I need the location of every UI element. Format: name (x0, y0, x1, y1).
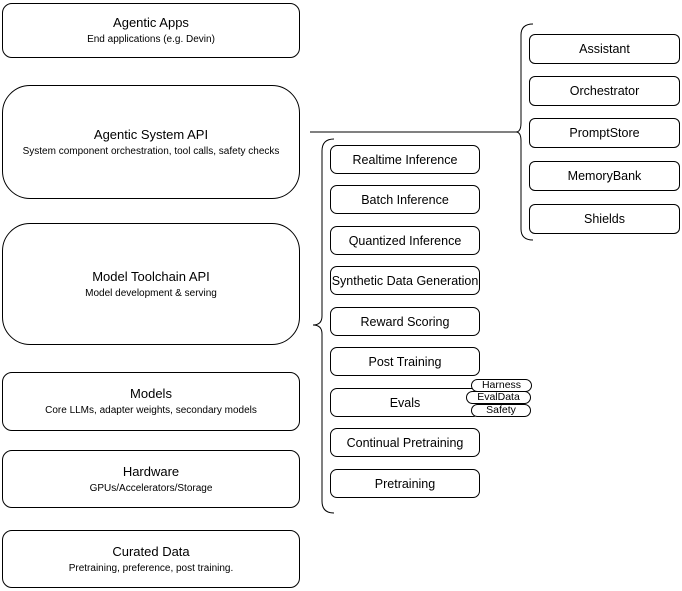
node-continual-pretraining: Continual Pretraining (330, 428, 480, 457)
node-post-training: Post Training (330, 347, 480, 376)
node-realtime-inference: Realtime Inference (330, 145, 480, 174)
node-quantized-inference: Quantized Inference (330, 226, 480, 255)
node-subtitle: Core LLMs, adapter weights, secondary mo… (45, 405, 257, 416)
node-reward-scoring: Reward Scoring (330, 307, 480, 336)
node-agentic-system-api: Agentic System API System component orch… (2, 85, 300, 199)
node-promptstore: PromptStore (529, 118, 680, 148)
node-model-toolchain-api: Model Toolchain API Model development & … (2, 223, 300, 345)
node-evals: Evals (330, 388, 480, 417)
node-hardware: Hardware GPUs/Accelerators/Storage (2, 450, 300, 508)
tag-evaldata: EvalData (466, 391, 531, 404)
node-subtitle: End applications (e.g. Devin) (87, 34, 215, 45)
node-title: Agentic Apps (113, 15, 189, 30)
node-batch-inference: Batch Inference (330, 185, 480, 214)
node-models: Models Core LLMs, adapter weights, secon… (2, 372, 300, 431)
node-memorybank: MemoryBank (529, 161, 680, 191)
toolchain-bracket (312, 138, 335, 514)
node-title: Agentic System API (93, 126, 209, 142)
node-synthetic-data-generation: Synthetic Data Generation (330, 266, 480, 295)
node-curated-data: Curated Data Pretraining, preference, po… (2, 530, 300, 588)
tag-safety: Safety (471, 404, 531, 417)
node-title: Models (130, 386, 172, 401)
node-subtitle: System component orchestration, tool cal… (22, 145, 280, 157)
node-title: Model Toolchain API (92, 268, 210, 284)
node-title: Curated Data (112, 543, 190, 559)
node-shields: Shields (529, 204, 680, 234)
node-assistant: Assistant (529, 34, 680, 64)
system-bracket (515, 23, 534, 241)
node-title: Hardware (122, 463, 180, 479)
node-agentic-apps: Agentic Apps End applications (e.g. Devi… (2, 3, 300, 58)
node-orchestrator: Orchestrator (529, 76, 680, 106)
node-subtitle: Model development & serving (85, 287, 217, 299)
node-subtitle: GPUs/Accelerators/Storage (89, 482, 213, 494)
node-pretraining: Pretraining (330, 469, 480, 498)
node-subtitle: Pretraining, preference, post training. (68, 562, 234, 574)
